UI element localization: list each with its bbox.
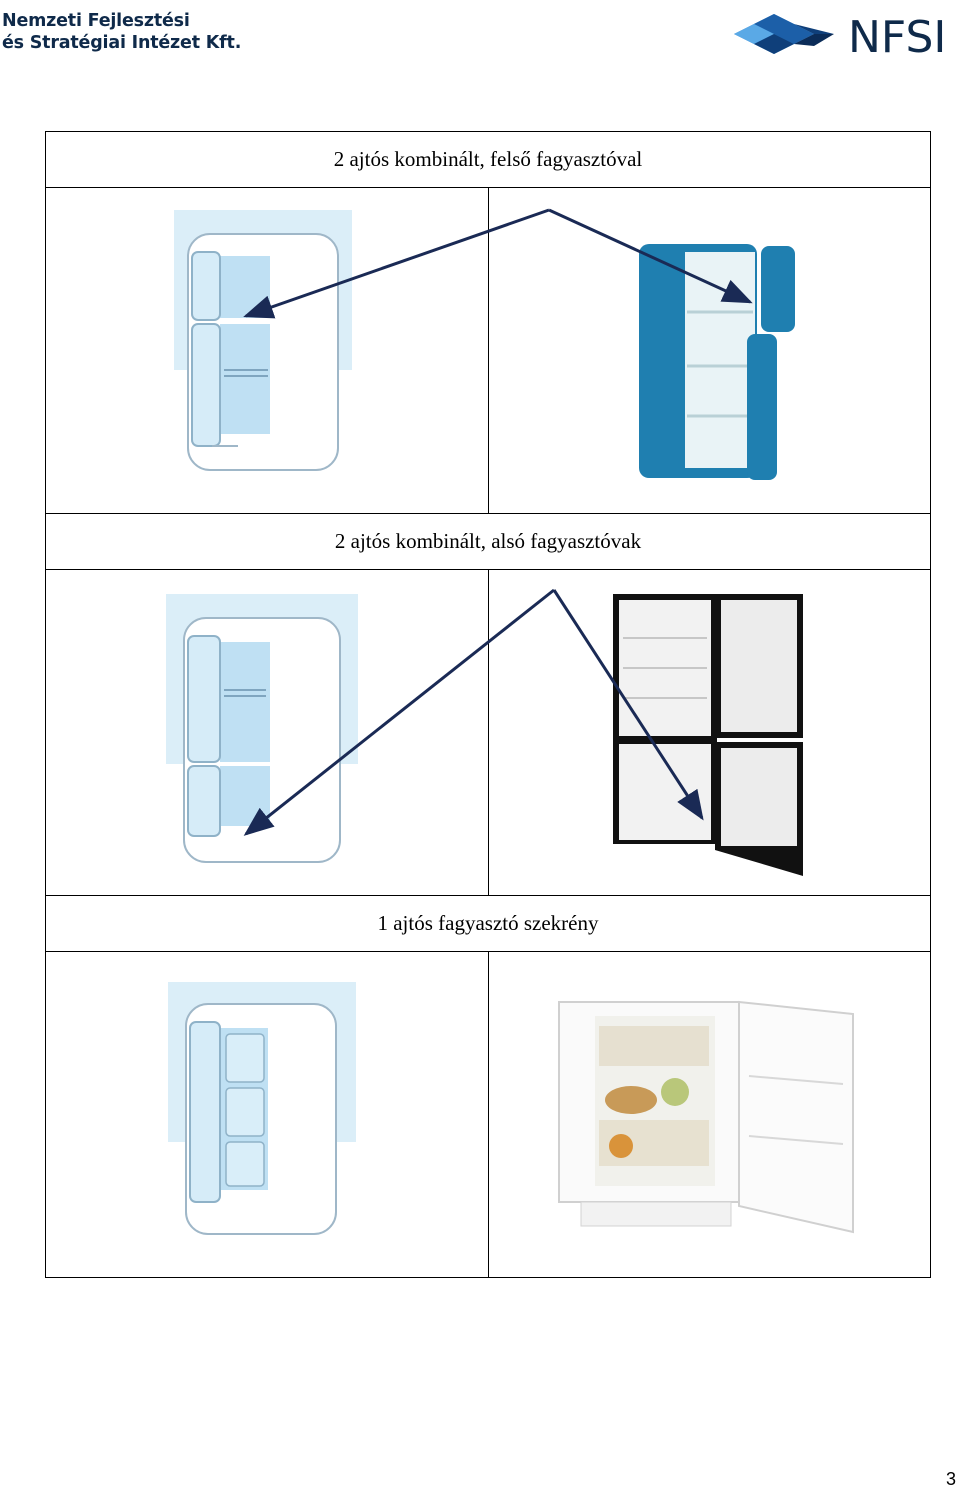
logo-diamond-icon bbox=[734, 14, 834, 54]
photo-cell-top-freezer bbox=[487, 187, 931, 514]
section-title-freezer-cabinet: 1 ajtós fagyasztó szekrény bbox=[45, 895, 931, 952]
fridge-illustration-bottom-freezer bbox=[166, 594, 358, 863]
section-title-top-freezer: 2 ajtós kombinált, felső fagyasztóval bbox=[45, 131, 931, 188]
fridge-photo-top-freezer bbox=[638, 244, 795, 480]
nfsi-logo: NFSI bbox=[734, 6, 956, 63]
illustration-cell-bottom-freezer bbox=[45, 569, 489, 896]
organization-name: Nemzeti Fejlesztési és Stratégiai Intéze… bbox=[2, 10, 241, 54]
photo-cell-freezer-cabinet bbox=[487, 951, 931, 1278]
illustration-cell-freezer-cabinet bbox=[45, 951, 489, 1278]
photo-cell-bottom-freezer bbox=[487, 569, 931, 896]
organization-name-line1: Nemzeti Fejlesztési bbox=[2, 11, 190, 31]
page-number: 3 bbox=[945, 1469, 956, 1489]
organization-name-line2: és Stratégiai Intézet Kft. bbox=[2, 33, 242, 53]
freezer-photo bbox=[557, 1000, 854, 1234]
freezer-illustration bbox=[168, 982, 356, 1235]
section-title-bottom-freezer: 2 ajtós kombinált, alsó fagyasztóvak bbox=[45, 513, 931, 570]
fridge-photo-bottom-freezer bbox=[612, 594, 803, 876]
illustration-cell-top-freezer bbox=[45, 187, 489, 514]
logo-text: NFSI bbox=[848, 12, 946, 62]
refrigerator-types-table: 2 ajtós kombinált, felső fagyasztóval bbox=[45, 131, 931, 1278]
fridge-illustration-top-freezer bbox=[174, 210, 352, 471]
